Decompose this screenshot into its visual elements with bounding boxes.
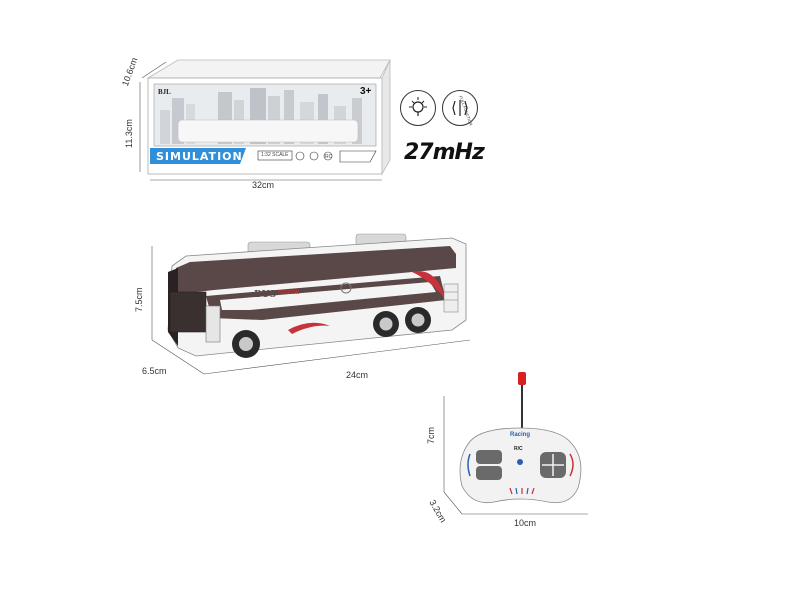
bulb-icon — [400, 90, 436, 126]
bus-rear-vent — [443, 283, 459, 313]
bus-door — [205, 305, 221, 343]
bus-white-band — [220, 282, 436, 310]
box-tray — [177, 119, 359, 143]
bus-wheel-front — [232, 330, 260, 358]
box-width-dimension: 32cm — [252, 180, 275, 190]
remote-brand-logo: Racing — [510, 432, 531, 438]
remote-height-dimension: 7cm — [426, 426, 436, 444]
bus-wheel-rear-1 — [373, 311, 399, 337]
bus-red-curve — [288, 322, 330, 334]
remote-bottom-stripes — [509, 487, 535, 495]
box-rc-text: RC — [325, 154, 333, 160]
remote-right-dpad — [540, 452, 574, 478]
box-side-face — [381, 59, 391, 176]
box-function-badge — [339, 150, 377, 163]
bus-red-swoosh — [412, 271, 446, 300]
bus-side-subtext: STATION — [278, 290, 300, 296]
full-function-icon: FULL FUNCTION — [442, 90, 478, 126]
bus-logo-mark — [340, 282, 352, 294]
remote-antenna-tip — [518, 372, 526, 385]
bus-width-dimension: 24cm — [346, 370, 369, 380]
bulb-icon-graphic — [409, 97, 427, 116]
remote-width-dimension: 10cm — [514, 518, 537, 528]
bus-wheel-rear-2 — [405, 307, 431, 333]
box-brand-logo: BJL — [158, 88, 171, 96]
bus-depth-dimension: 6.5cm — [142, 366, 167, 376]
remote-body — [459, 427, 582, 504]
frequency-label: 27mHz — [404, 140, 485, 165]
remote-rc-label: R/C — [514, 446, 523, 452]
bus-window-stripe — [176, 246, 456, 294]
remote-power-led — [517, 459, 523, 465]
full-function-icon-graphic — [452, 100, 468, 116]
box-scale-text: 1:32 SCALE — [261, 152, 289, 158]
bus-side-text: BUS — [254, 290, 276, 300]
box-age-badge: 3+ — [360, 86, 372, 97]
box-scale-badge — [257, 150, 293, 161]
box-banner — [150, 148, 246, 164]
box-simulation-label: SIMULATION — [156, 150, 243, 163]
remote-left-dpad — [467, 450, 502, 480]
